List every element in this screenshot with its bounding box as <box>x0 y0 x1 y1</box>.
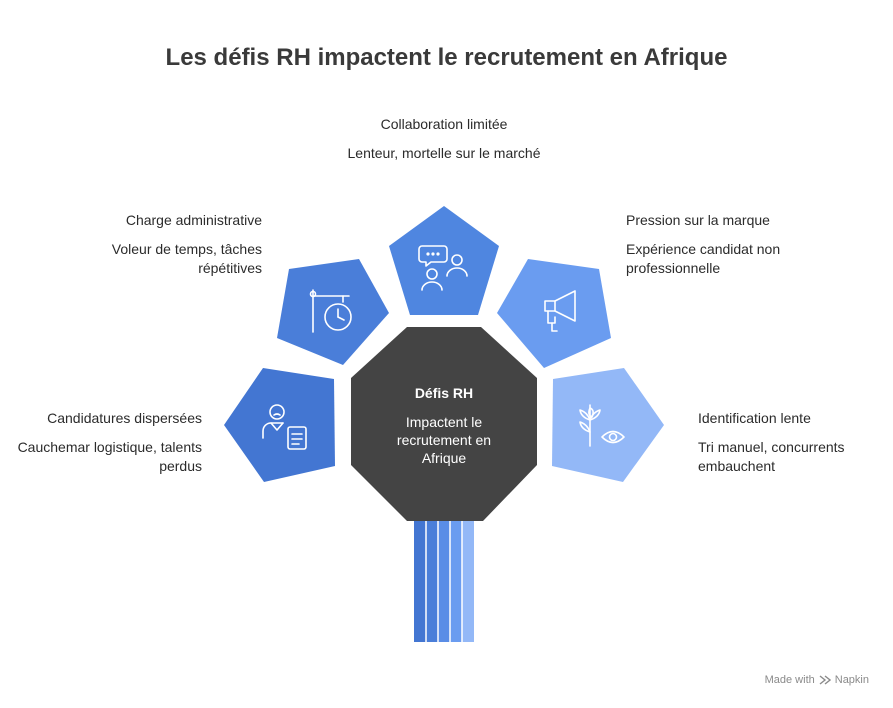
diagram-title: Les défis RH impactent le recrutement en… <box>165 44 728 71</box>
footer-made-with: Made with <box>764 674 815 686</box>
trunk-stripe-5 <box>462 515 474 642</box>
people-chat-icon <box>418 245 468 291</box>
label-pression-title: Pression sur la marque <box>626 212 770 228</box>
footer-brand: Napkin <box>834 674 869 686</box>
label-collaboration-desc: Lenteur, mortelle sur le marché <box>347 145 541 161</box>
label-charge-desc: Voleur de temps, tâches répétitives <box>111 241 262 276</box>
label-charge: Charge administrative Voleur de temps, t… <box>62 211 262 278</box>
stopwatch-icon <box>309 289 352 333</box>
center-title: Défis RH <box>414 385 474 401</box>
candidate-document-icon <box>262 404 307 450</box>
label-pression: Pression sur la marque Expérience candid… <box>626 211 826 278</box>
pentagon-charge <box>277 259 389 365</box>
trunk-stripe-3 <box>438 515 450 642</box>
pentagon-collaboration <box>389 206 499 315</box>
label-pression-desc: Expérience candidat non professionnelle <box>626 241 781 276</box>
center-desc: Impactent le recrutement en Afrique <box>396 414 492 466</box>
label-collaboration: Collaboration limitée Lenteur, mortelle … <box>344 115 544 163</box>
pentagon-identification <box>552 368 664 482</box>
center-octagon <box>351 327 537 521</box>
napkin-logo-icon <box>819 675 831 685</box>
plant-eye-icon <box>579 404 625 447</box>
center-label: Défis RH Impactent le recrutement en Afr… <box>376 384 512 467</box>
trunk-stripe-2 <box>426 515 438 642</box>
label-candidatures-desc: Cauchemar logistique, talents perdus <box>17 439 202 474</box>
label-identification-title: Identification lente <box>698 410 811 426</box>
footer-watermark: Made with Napkin <box>765 674 869 686</box>
label-charge-title: Charge administrative <box>125 212 262 228</box>
label-identification-desc: Tri manuel, concurrents embauchent <box>698 439 845 474</box>
label-collaboration-title: Collaboration limitée <box>380 116 508 132</box>
trunk-stripe-4 <box>450 515 462 642</box>
label-candidatures-title: Candidatures dispersées <box>47 410 202 426</box>
pentagon-candidatures <box>224 368 335 482</box>
trunk-stripe-1 <box>414 515 426 642</box>
trunk <box>414 515 474 642</box>
pentagon-pression <box>497 259 611 368</box>
label-identification: Identification lente Tri manuel, concurr… <box>698 409 878 476</box>
megaphone-icon <box>544 290 576 332</box>
label-candidatures: Candidatures dispersées Cauchemar logist… <box>12 409 202 476</box>
